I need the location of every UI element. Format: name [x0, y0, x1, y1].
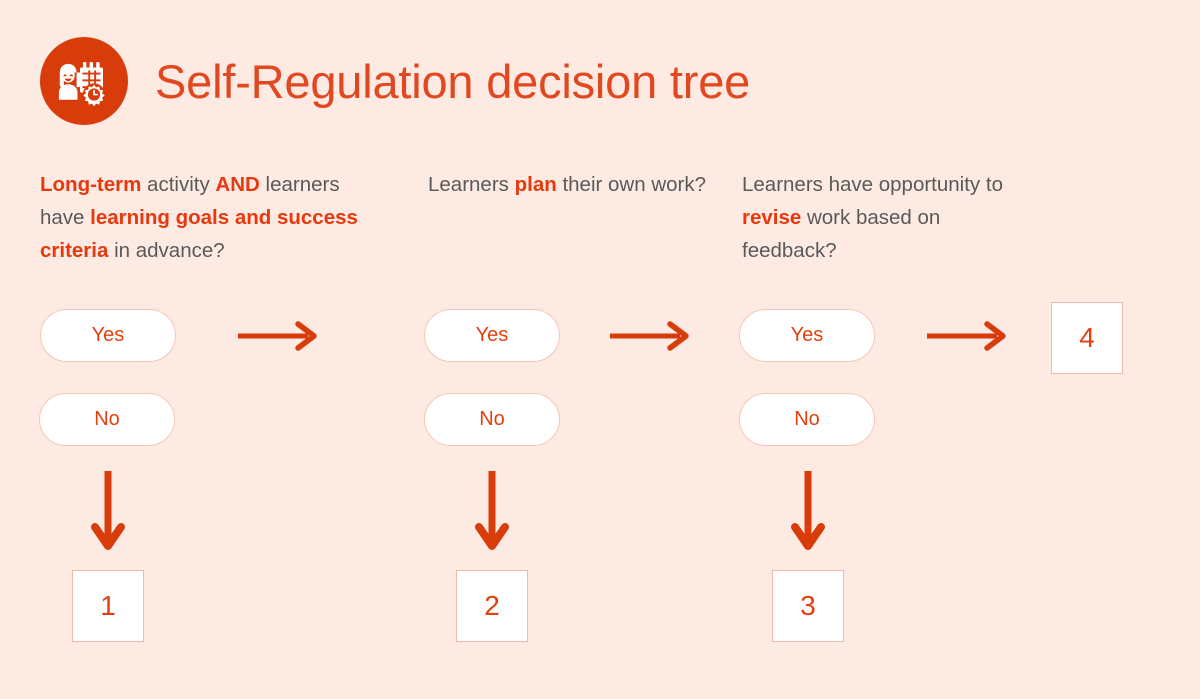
question-highlight: revise	[742, 206, 802, 229]
arrow-down-icon	[86, 468, 130, 554]
arrow-right-icon	[925, 319, 1011, 353]
answer-yes-button-3[interactable]: Yes	[739, 309, 875, 362]
decision-column-3: Learners have opportunity to revise work…	[742, 168, 1032, 267]
answer-no-button-1[interactable]: No	[39, 393, 175, 446]
page-header: Self-Regulation decision tree	[40, 37, 750, 125]
question-plain: their own work?	[556, 173, 707, 196]
question-highlight: plan	[514, 173, 557, 196]
outcome-box-3[interactable]: 3	[772, 570, 844, 642]
question-highlight: AND	[215, 173, 260, 196]
question-highlight: learning goals and success criteria	[40, 206, 358, 262]
question-plain: learners have	[40, 173, 340, 229]
question-plain: Learners	[428, 173, 515, 196]
question-plain: in advance?	[108, 239, 225, 262]
self-regulation-badge-icon	[40, 37, 128, 125]
outcome-box-4[interactable]: 4	[1051, 302, 1123, 374]
question-highlight: Long-term	[40, 173, 142, 196]
answer-options-2: Yes No	[424, 309, 560, 446]
question-text-2: Learners plan their own work?	[428, 168, 728, 201]
answer-options-1: Yes No	[39, 309, 176, 446]
arrow-right-icon	[608, 319, 694, 353]
answer-no-button-3[interactable]: No	[739, 393, 875, 446]
answer-no-button-2[interactable]: No	[424, 393, 560, 446]
question-text-1: Long-term activity AND learners have lea…	[40, 168, 380, 267]
question-plain: Learners have opportunity to	[742, 173, 1003, 196]
decision-column-1: Long-term activity AND learners have lea…	[40, 168, 380, 267]
answer-yes-button-1[interactable]: Yes	[40, 309, 176, 362]
page-title: Self-Regulation decision tree	[155, 54, 751, 108]
arrow-down-icon	[786, 468, 830, 554]
arrow-right-icon	[236, 319, 322, 353]
question-text-3: Learners have opportunity to revise work…	[742, 168, 1032, 267]
arrow-down-icon	[470, 468, 514, 554]
question-plain: work based on feedback?	[742, 206, 941, 262]
decision-column-2: Learners plan their own work?	[428, 168, 728, 201]
answer-options-3: Yes No	[739, 309, 875, 446]
answer-yes-button-2[interactable]: Yes	[424, 309, 560, 362]
question-plain: activity	[141, 173, 216, 196]
outcome-box-2[interactable]: 2	[456, 570, 528, 642]
outcome-box-1[interactable]: 1	[72, 570, 144, 642]
